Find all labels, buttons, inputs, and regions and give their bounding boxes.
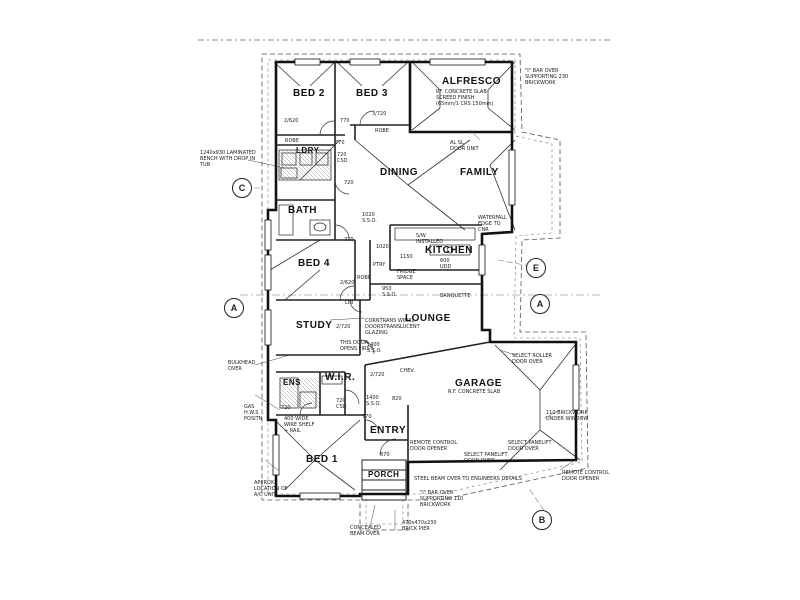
grid-line-e xyxy=(497,259,541,269)
grid-marker-b: B xyxy=(532,510,552,530)
note-chev: CHEV. xyxy=(400,368,415,374)
leader-lines xyxy=(247,129,576,530)
windows xyxy=(264,58,580,500)
room-label-bed1: BED 1 xyxy=(306,454,338,465)
dim-770-a: 770 xyxy=(340,118,350,124)
dim-820: 820 xyxy=(392,396,402,402)
note-cornice: CORNTRANS WIN31 DOORSTRANSLUCENT GLAZING xyxy=(365,318,420,336)
room-label-bed4: BED 4 xyxy=(298,258,330,269)
internal-walls xyxy=(276,62,491,462)
room-label-porch: PORCH xyxy=(368,470,400,479)
note-alfresco-slab: RF. CONCRETE SLAB SCREED FINISH (65mm/1 … xyxy=(436,89,494,107)
grid-marker-c: C xyxy=(232,178,252,198)
room-label-bath: BATH xyxy=(288,205,318,216)
grid-marker-a-left: A xyxy=(224,298,244,318)
note-concealed-beam: CONCEALED BEAM OVER xyxy=(350,525,382,537)
dim-2-620-bed4: 2/620 xyxy=(340,280,355,286)
note-robe-bed2: ROBE xyxy=(285,138,299,144)
dim-720-csd-b: 720 CSD xyxy=(336,398,347,410)
note-bench: 1240x930 LAMINATED BENCH WITH DROP IN TU… xyxy=(200,150,256,168)
dim-2-720-entry: 2/720 xyxy=(370,372,385,378)
note-steel-beam: STEEL BEAM OVER TO ENGINEERS DETAILS xyxy=(414,476,522,482)
note-fridge: FRIDGE SPACE xyxy=(397,269,416,281)
note-door-unit: AL SL DOOR UNIT xyxy=(450,140,479,152)
room-label-ens: ENS xyxy=(283,378,301,387)
grid-marker-e: E xyxy=(526,258,546,278)
note-installed: S/W INSTALLED xyxy=(416,233,444,245)
dim-1400-sso-b: 1400 S.S.O. xyxy=(366,395,381,407)
room-label-garage: GARAGE xyxy=(455,378,502,389)
dim-870: 870 xyxy=(380,452,390,458)
dim-770-b: 770 xyxy=(335,140,345,146)
dim-3-720-bed3: 3/720 xyxy=(372,111,387,117)
room-label-family: FAMILY xyxy=(460,167,499,178)
room-label-bed3: BED 3 xyxy=(356,88,388,99)
dim-2-720-study: 2/720 xyxy=(336,324,351,330)
wet-area-fixtures xyxy=(278,149,476,409)
note-pantry: PTRY xyxy=(373,262,386,268)
note-panelift-left: SELECT PANELIFT DOOR OVER xyxy=(464,452,508,464)
dim-600-udd: 600 UDD xyxy=(440,258,452,270)
note-banquette: BANQUETTE xyxy=(440,293,471,299)
note-porch-ibar: "I" BAR OVER SUPPORTING 110 BRICKWORK xyxy=(420,490,464,508)
eaves-outline xyxy=(267,59,583,525)
dim-950-sso: 950 S.S.O. xyxy=(382,286,397,298)
note-bulkhead: BULKHEAD OVER xyxy=(228,360,256,372)
note-alfresco-ibar: "I" BAR OVER SUPPORTING 230 BRICKWORK xyxy=(525,68,569,86)
dim-2-620-bed2: 2/620 xyxy=(284,118,299,124)
dim-1150: 1150 xyxy=(400,254,413,260)
grid-line-b xyxy=(529,489,546,513)
note-gas-hws: GAS H.W.S POSITN xyxy=(244,404,263,422)
note-robe-bed4: ROBE xyxy=(357,275,371,281)
dim-770-c: 770 xyxy=(344,237,354,243)
note-select-roller: SELECT ROLLER DOOR OVER xyxy=(512,353,553,365)
roof-hips xyxy=(269,61,581,491)
note-panelift-right: SELECT PANELIFT DOOR OVER xyxy=(508,440,552,452)
laundry-floor-hatch xyxy=(279,150,331,180)
dim-1400-sso: 1400 S.S.O. xyxy=(367,342,382,354)
room-label-kitchen: KITCHEN xyxy=(425,245,473,256)
note-linen: LIN xyxy=(345,300,354,306)
dim-1020: 1020 xyxy=(376,244,389,250)
room-label-ldry: LDRY xyxy=(296,146,320,155)
note-wire-shelf: 400 WIDE WIRE SHELF + RAIL xyxy=(284,416,315,434)
note-under-window: 110 BRICKWORK UNDER WINDOW xyxy=(546,410,589,422)
room-label-entry: ENTRY xyxy=(370,425,407,436)
room-label-bed2: BED 2 xyxy=(293,88,325,99)
room-label-lounge: LOUNGE xyxy=(405,313,451,324)
porch-structure xyxy=(361,459,407,501)
note-robe-bed3: ROBE xyxy=(375,128,389,134)
note-remote-right: REMOTE CONTROL DOOR OPENER xyxy=(562,470,610,482)
room-label-dining: DINING xyxy=(380,167,418,178)
dim-720-csd: 720 CSD xyxy=(337,152,348,164)
boundary-outline xyxy=(261,53,589,531)
note-garage-slab: R.F. CONCRETE SLAB xyxy=(448,389,501,395)
note-brick-pier: 470x470x230 BRICK PIER xyxy=(402,520,437,532)
room-label-alfresco: ALFRESCO xyxy=(442,76,501,87)
ensuite-floor-hatch xyxy=(279,378,319,408)
note-approx-ac: APPROX. LOCATION OF A/C UNIT xyxy=(254,480,288,498)
grid-marker-a-right: A xyxy=(530,294,550,314)
dim-720-d: 720 xyxy=(281,405,291,411)
note-remote-left: REMOTE CONTROL DOOR OPENER xyxy=(410,440,458,452)
note-waterfall: WATERFALL EDGE TO CNR xyxy=(478,215,507,233)
note-door-opens-first: THIS DOOR OPENS FIRST xyxy=(340,340,373,352)
dim-720-b: 720 xyxy=(344,180,354,186)
dim-770-d: 770 xyxy=(362,414,372,420)
room-label-wir: W.I.R. xyxy=(325,372,356,383)
dim-1020-sso: 1020 S.S.O. xyxy=(362,212,377,224)
room-label-study: STUDY xyxy=(296,320,333,331)
